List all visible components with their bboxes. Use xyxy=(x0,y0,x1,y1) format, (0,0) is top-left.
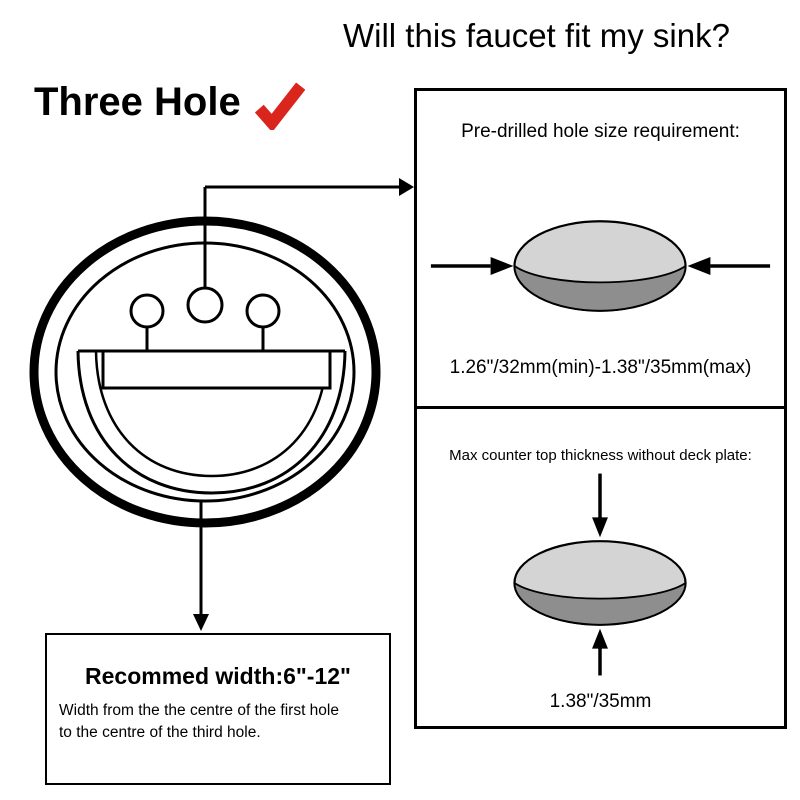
faucet-hole-left xyxy=(129,293,165,329)
hole-size-heading: Pre-drilled hole size requirement: xyxy=(461,121,740,142)
faucet-deck-rect xyxy=(101,349,332,390)
width-note: Width from the the centre of the first h… xyxy=(47,700,389,744)
thickness-dimension: 1.38"/35mm xyxy=(549,691,652,712)
faucet-hole-right xyxy=(245,293,281,329)
hole-size-dimension: 1.26"/32mm(min)-1.38"/35mm(max) xyxy=(449,357,752,378)
pointer-arrowhead-right xyxy=(399,178,414,196)
thickness-graphic xyxy=(513,473,687,676)
width-arrowhead-down xyxy=(193,614,209,631)
hole-arrow-right-head xyxy=(687,257,711,275)
thickness-heading: Max counter top thickness without deck p… xyxy=(449,447,752,464)
red-check-stroke xyxy=(254,82,306,130)
width-note-line1: Width from the the centre of the first h… xyxy=(59,702,339,719)
main-title: Will this faucet fit my sink? xyxy=(343,17,730,54)
hole-shadow xyxy=(513,264,687,312)
hole-arrow-left-head xyxy=(490,257,514,275)
thickness-arrow-down-head xyxy=(592,517,608,538)
hole-size-panel: Pre-drilled hole size requirement: 1.26"… xyxy=(414,88,787,409)
three-hole-section: Three Hole xyxy=(34,74,307,130)
hole-size-graphic xyxy=(430,220,771,312)
thickness-arrow-up-head xyxy=(592,628,608,649)
red-check-icon xyxy=(254,82,306,130)
width-note-line2: to the centre of the third hole. xyxy=(59,724,261,741)
faucet-hole-center xyxy=(186,286,224,324)
three-hole-label: Three Hole xyxy=(34,79,241,124)
thickness-panel: Max counter top thickness without deck p… xyxy=(414,406,787,729)
width-panel: Recommed width:6"-12" Width from the the… xyxy=(45,633,391,785)
basin-outer-curve xyxy=(76,350,347,495)
thickness-shadow xyxy=(513,581,687,626)
width-heading: Recommed width:6"-12" xyxy=(85,663,351,689)
basin-inner-curve xyxy=(94,350,329,478)
